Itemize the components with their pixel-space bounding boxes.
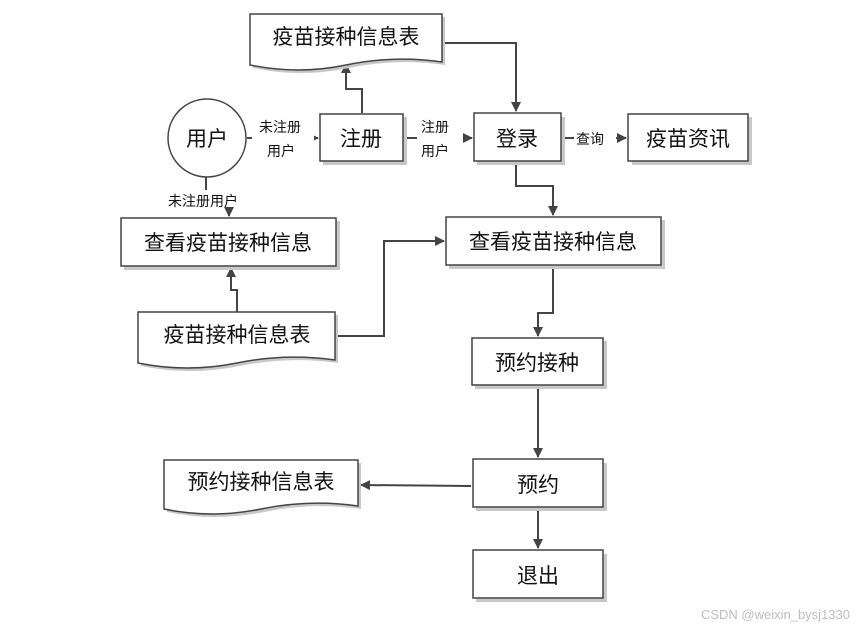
node-vaccine-table-top: 疫苗接种信息表	[249, 13, 445, 73]
edge-label-unregistered-line1: 未注册	[259, 120, 301, 136]
node-vaccine-table-left: 疫苗接种信息表	[137, 311, 338, 371]
edge-table-left-to-view-left	[226, 267, 238, 313]
edge-label-unregistered-line2: 用户	[267, 143, 295, 160]
watermark: CSDN @weixin_bysj1330	[700, 607, 850, 622]
edge-view-right-to-appointment-vaccination	[533, 266, 554, 337]
node-exit: 退出	[472, 549, 607, 602]
node-vaccine-table-top-label: 疫苗接种信息表	[273, 25, 420, 49]
node-login: 登录	[473, 112, 565, 165]
edge-label-registered-line2: 用户	[421, 143, 449, 160]
node-exit-label: 退出	[517, 564, 559, 588]
node-view-info-left: 查看疫苗接种信息	[120, 217, 340, 270]
edge-label-unregistered-user: 未注册用户	[168, 193, 238, 210]
node-register-label: 注册	[340, 127, 382, 151]
node-vaccine-table-left-label: 疫苗接种信息表	[164, 323, 311, 347]
node-appointment: 预约	[472, 458, 607, 511]
node-appointment-table: 预约接种信息表	[163, 459, 361, 517]
edge-label-query: 查询	[576, 132, 604, 148]
node-login-label: 登录	[496, 127, 538, 151]
edge-login-to-view-right	[515, 161, 558, 216]
node-appointment-table-label: 预约接种信息表	[188, 470, 335, 494]
edge-register-to-table-top	[341, 63, 363, 113]
node-user-label: 用户	[186, 127, 228, 151]
node-view-info-left-label: 查看疫苗接种信息	[144, 231, 312, 255]
node-vaccine-news-label: 疫苗资讯	[646, 127, 730, 151]
edge-table-top-to-login	[442, 42, 521, 112]
node-vaccine-news: 疫苗资讯	[627, 113, 752, 165]
node-appointment-label: 预约	[517, 473, 559, 497]
node-view-info-right: 查看疫苗接种信息	[445, 216, 665, 269]
node-user: 用户	[167, 98, 247, 178]
node-appointment-vaccination: 预约接种	[471, 337, 607, 389]
node-view-info-right-label: 查看疫苗接种信息	[469, 230, 637, 254]
edge-table-left-to-view-right	[335, 236, 445, 337]
node-appointment-vaccination-label: 预约接种	[495, 351, 579, 375]
edge-appointment-to-table	[360, 480, 472, 491]
node-register: 注册	[319, 113, 407, 165]
edge-label-registered-line1: 注册	[421, 120, 449, 136]
